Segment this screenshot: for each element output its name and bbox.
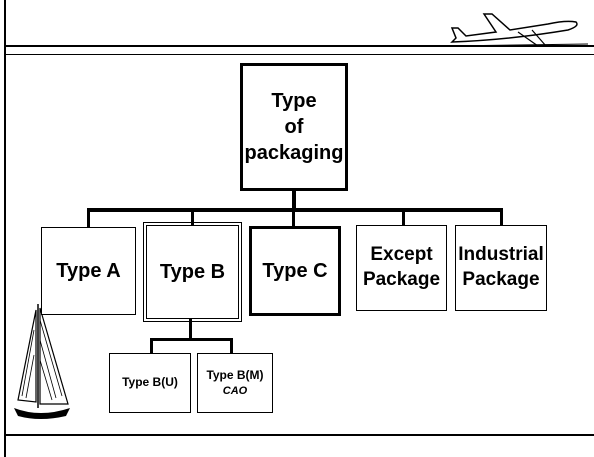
connector-type-a: [87, 208, 90, 228]
node-label-line: Package: [458, 268, 544, 293]
node-label-line: CAO: [206, 384, 263, 398]
connector-type-b-m: [230, 338, 233, 354]
node-label-line: Industrial: [458, 243, 544, 268]
node-type-b: Type B: [146, 225, 239, 319]
node-label: Type B: [160, 259, 225, 285]
connector-root-down: [292, 190, 296, 210]
airplane-icon: [448, 8, 583, 53]
connector-type-b-bus: [150, 338, 232, 341]
footer-divider: [4, 434, 594, 436]
node-label: Type A: [56, 258, 120, 284]
left-border: [4, 0, 6, 457]
node-label: Type B(U): [122, 375, 178, 391]
node-label-line: Type B(M): [206, 368, 263, 384]
node-except-package: Except Package: [356, 225, 447, 311]
node-type-c: Type C: [249, 226, 341, 316]
node-type-b-m: Type B(M) CAO: [197, 353, 273, 413]
node-label-line: Package: [363, 268, 440, 293]
connector-type-c: [292, 208, 295, 228]
node-type-b-u: Type B(U): [109, 353, 191, 413]
sailboat-icon: [10, 300, 72, 428]
node-industrial-package: Industrial Package: [455, 225, 547, 311]
connector-type-b-u: [150, 338, 153, 354]
node-label-line: Type: [245, 88, 344, 114]
connector-type-b-down: [189, 318, 192, 340]
node-label: Type C: [262, 258, 327, 284]
node-type-of-packaging: Type of packaging: [240, 63, 348, 191]
node-label-line: packaging: [245, 140, 344, 166]
node-type-a: Type A: [41, 227, 136, 315]
node-label-line: of: [245, 114, 344, 140]
header-divider-secondary: [4, 54, 594, 55]
node-label-line: Except: [363, 243, 440, 268]
